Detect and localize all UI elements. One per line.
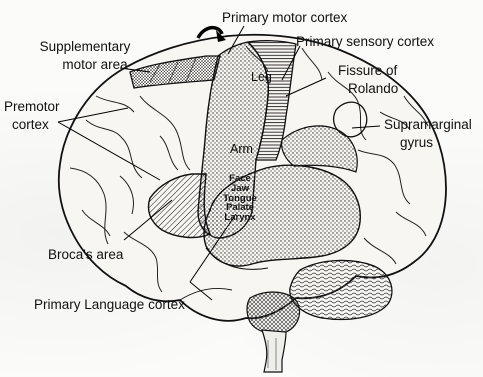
- label-primary-motor-cortex: Primary motor cortex: [222, 9, 347, 26]
- label-leg: Leg: [251, 70, 272, 84]
- label-primary-sensory-cortex: Primary sensory cortex: [296, 33, 434, 50]
- label-larynx: Larynx: [218, 213, 262, 223]
- label-supplementary-motor-area-line1: Supplementary: [30, 38, 140, 55]
- label-supramarginal-line2: gyrus: [400, 134, 433, 151]
- brainstem: [262, 330, 286, 372]
- label-premotor-line1: Premotor: [4, 98, 60, 115]
- label-primary-language-cortex: Primary Language cortex: [34, 296, 185, 313]
- label-fissure-line2: Rolando: [348, 80, 398, 97]
- label-supplementary-motor-area-line2: motor area: [40, 56, 150, 73]
- label-premotor-line2: cortex: [12, 116, 49, 133]
- label-brocas-area: Broca's area: [48, 246, 123, 263]
- label-arm: Arm: [230, 142, 253, 156]
- pons: [247, 292, 300, 334]
- label-fissure-line1: Fissure of: [338, 62, 397, 79]
- cerebellum: [290, 260, 392, 319]
- label-supramarginal-line1: Supramarginal: [384, 116, 472, 133]
- face-area-labels: Face Jaw Tongue Palate Larynx: [218, 174, 262, 223]
